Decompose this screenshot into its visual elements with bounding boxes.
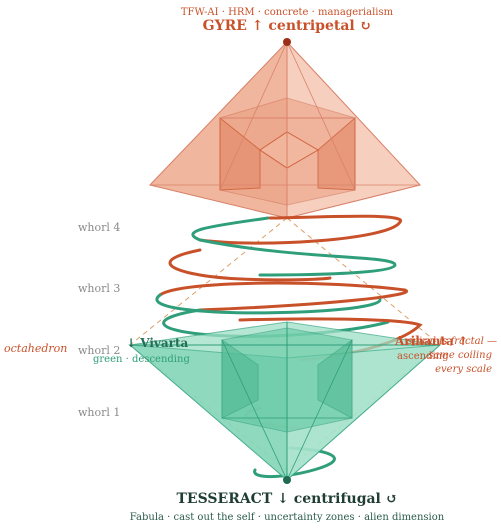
whorl-label: whorl 1 — [78, 406, 120, 419]
fractal-note-line: same coiling — [428, 350, 492, 361]
bottom-pyramid — [128, 321, 442, 484]
octahedron-note: octahedron — [4, 342, 67, 355]
top-title: GYRE ↑ centripetal ↻ — [203, 18, 372, 34]
top-pyramid — [149, 38, 421, 219]
arihanta-title: Arihanta ↑ — [394, 334, 468, 348]
whorl-label: whorl 2 — [78, 344, 120, 357]
bottom-title: TESSERACT ↓ centrifugal ↺ — [177, 491, 398, 507]
top-apex-dot — [283, 38, 291, 46]
bottom-apex-dot — [283, 476, 291, 484]
whorl-label: whorl 4 — [78, 221, 120, 234]
fractal-note-line: every scale — [435, 364, 492, 375]
vivarta-title: ↓ Vivarta — [126, 336, 189, 350]
bottom-caption: Fabula · cast out the self · uncertainty… — [130, 512, 445, 523]
fractal-note-line: spiral is fractal — — [407, 336, 497, 347]
arihanta-subtitle: ascending — [397, 351, 449, 362]
top-caption: TFW-AI · HRM · concrete · managerialism — [181, 7, 394, 18]
whorl-label: whorl 3 — [78, 282, 120, 295]
vivarta-subtitle: green · descending — [93, 354, 190, 365]
